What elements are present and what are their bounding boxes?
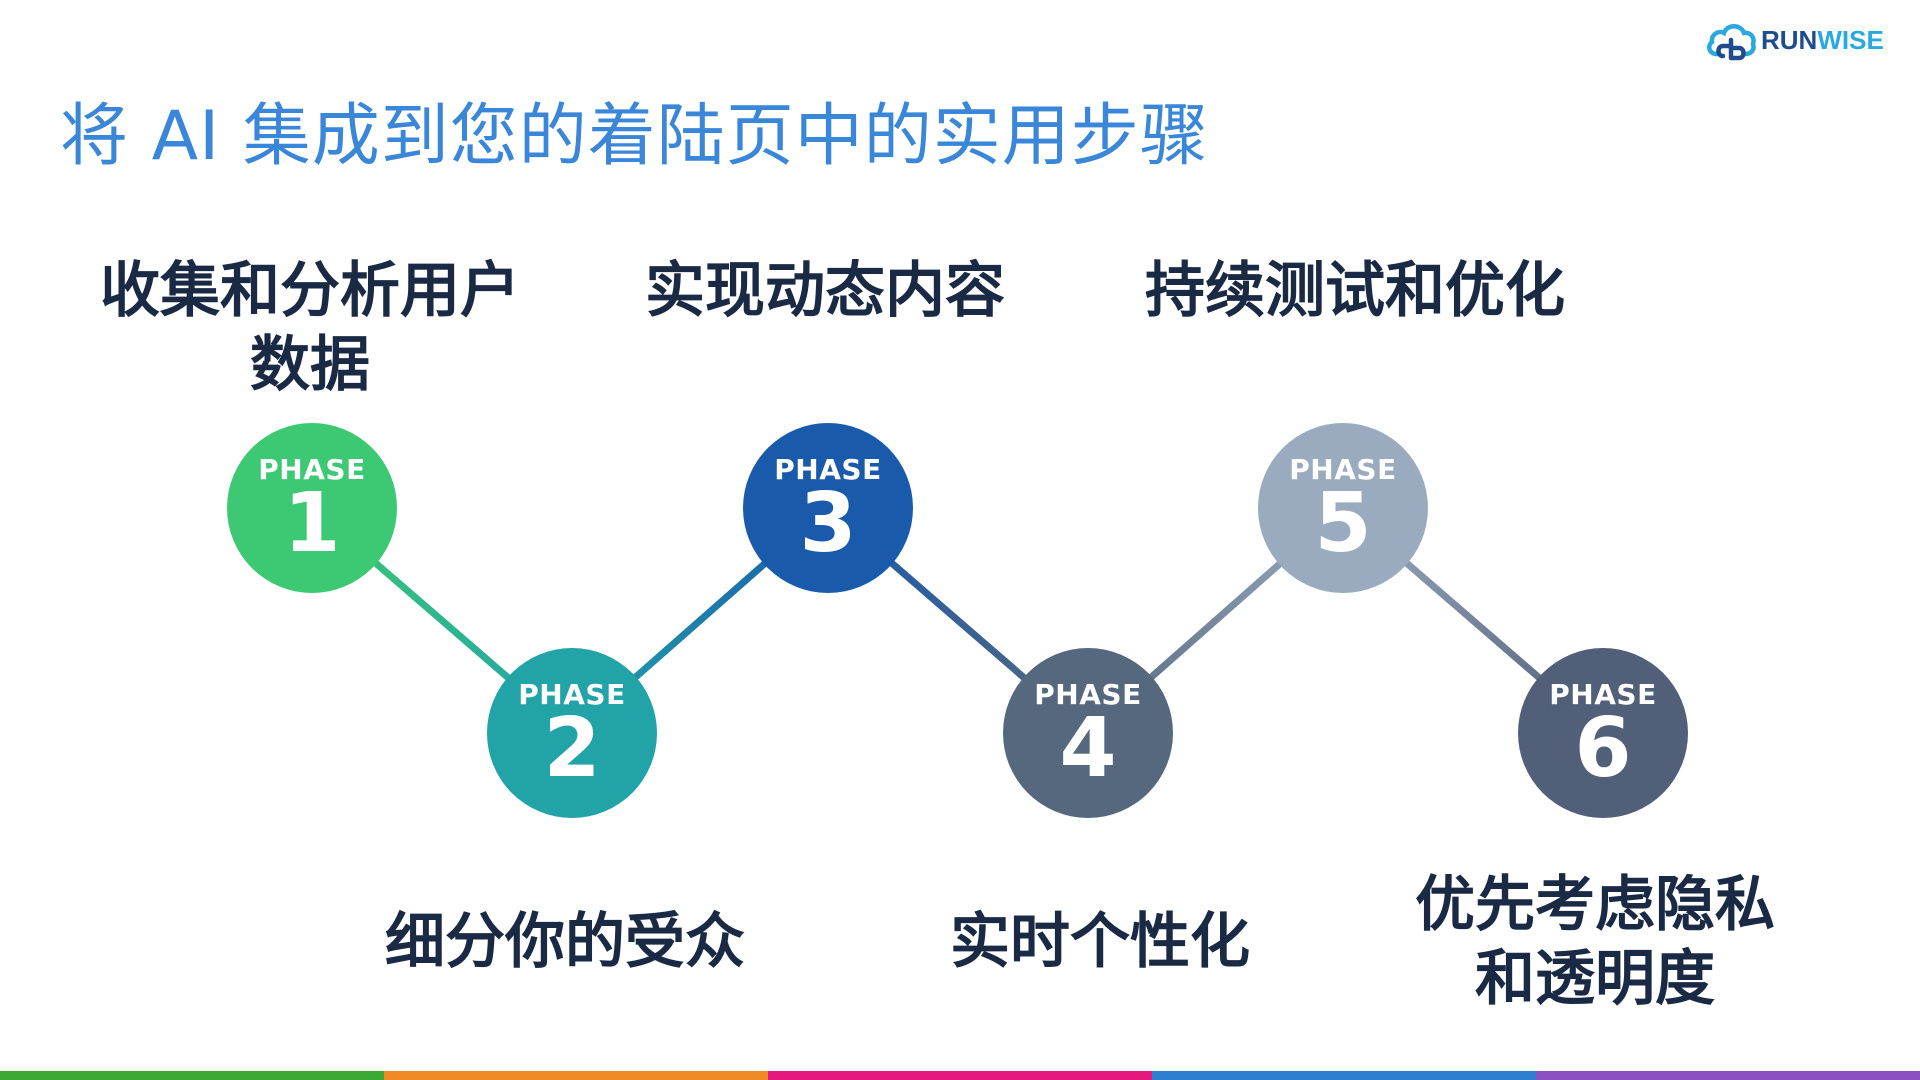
phase-2-tag: PHASE — [518, 678, 626, 711]
phase-1-label-line-2: 数据 — [250, 330, 370, 400]
phase-4-label: 实时个性化 — [950, 907, 1250, 977]
phase-1-label-line-1: 收集和分析用户 — [100, 256, 520, 326]
phase-4-tag: PHASE — [1034, 678, 1142, 711]
cloud-logo-icon — [1707, 24, 1756, 61]
phase-5-label: 持续测试和优化 — [1145, 256, 1565, 326]
phase-1-label: 收集和分析用户 数据 — [60, 254, 560, 402]
bar-segment-1 — [0, 1071, 384, 1080]
bar-segment-5 — [1536, 1071, 1920, 1080]
page-title: 将 AI 集成到您的着陆页中的实用步骤 — [60, 97, 1209, 176]
phase-6-tag: PHASE — [1549, 678, 1657, 711]
phase-2-number: 2 — [543, 701, 601, 796]
phase-5-tag: PHASE — [1289, 453, 1397, 486]
bar-segment-2 — [384, 1071, 768, 1080]
phase-2-circle: PHASE 2 — [487, 648, 657, 818]
phase-4-number: 4 — [1059, 701, 1117, 796]
bar-segment-3 — [768, 1071, 1152, 1080]
phase-6-label: 优先考虑隐私 和透明度 — [1360, 868, 1830, 1016]
phase-6-circle: PHASE 6 — [1518, 648, 1688, 818]
phase-5-number: 5 — [1314, 476, 1372, 571]
phase-6-label-line-1: 优先考虑隐私 — [1415, 870, 1775, 940]
phase-5-circle: PHASE 5 — [1258, 423, 1428, 593]
runwise-logo: RUNWISE — [1705, 18, 1884, 64]
bottom-color-bar — [0, 1071, 1920, 1080]
phase-1-number: 1 — [283, 476, 341, 571]
phase-3-number: 3 — [799, 476, 857, 571]
phase-2-label: 细分你的受众 — [385, 907, 745, 977]
phase-6-number: 6 — [1574, 701, 1632, 796]
phase-4-circle: PHASE 4 — [1003, 648, 1173, 818]
phase-3-circle: PHASE 3 — [743, 423, 913, 593]
bar-segment-4 — [1152, 1071, 1536, 1080]
logo-wordmark: RUNWISE — [1761, 25, 1884, 56]
logo-run: RUN — [1761, 25, 1818, 55]
phase-6-label-line-2: 和透明度 — [1475, 944, 1715, 1014]
phase-1-tag: PHASE — [258, 453, 366, 486]
phase-3-label: 实现动态内容 — [645, 256, 1005, 326]
phase-3-tag: PHASE — [774, 453, 882, 486]
phase-1-circle: PHASE 1 — [227, 423, 397, 593]
logo-wise: WISE — [1817, 25, 1884, 55]
